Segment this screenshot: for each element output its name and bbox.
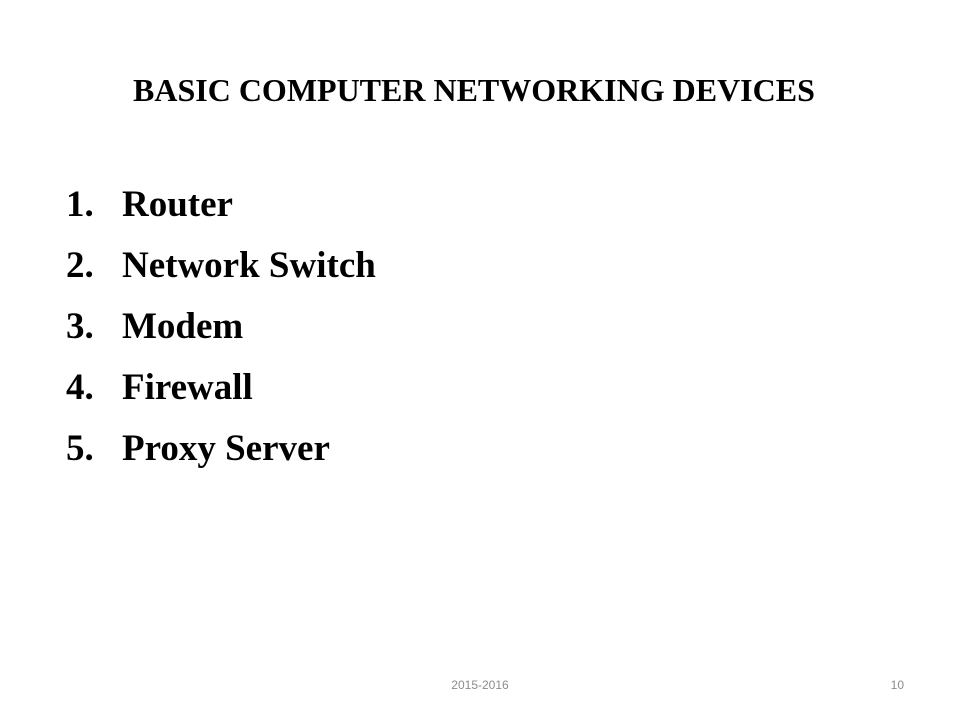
list-item-label: Modem (122, 306, 244, 347)
list-item-number: 4. (66, 367, 94, 408)
footer-date: 2015-2016 (451, 678, 509, 692)
list-item: 3. Modem (66, 296, 376, 357)
list-item-label: Firewall (122, 367, 253, 408)
list-item: 2. Network Switch (66, 235, 376, 296)
page-number: 10 (890, 678, 904, 692)
list-item-number: 5. (66, 428, 94, 469)
list-item-label: Router (122, 184, 233, 225)
list-item: 5. Proxy Server (66, 418, 376, 479)
list-item-number: 2. (66, 245, 94, 286)
list-item-number: 1. (66, 184, 94, 225)
list-item: 1. Router (66, 174, 376, 235)
list-item-label: Proxy Server (122, 428, 330, 469)
list-item-number: 3. (66, 306, 94, 347)
device-list: 1. Router 2. Network Switch 3. Modem 4. … (66, 174, 376, 479)
slide-title: BASIC COMPUTER NETWORKING DEVICES (133, 72, 815, 108)
list-item-label: Network Switch (122, 245, 376, 286)
list-item: 4. Firewall (66, 357, 376, 418)
